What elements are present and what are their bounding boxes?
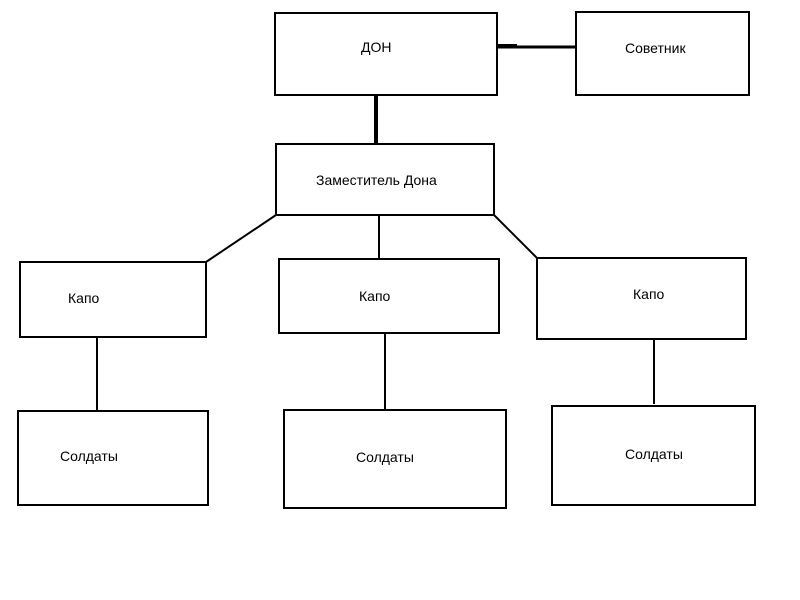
node-soldiers-left: Солдаты [17,410,209,506]
node-deputy: Заместитель Дона [275,143,495,216]
node-don-label: ДОН [361,39,392,55]
node-capo-right: Капо [536,257,747,340]
node-capo-center-label: Капо [359,288,391,304]
node-capo-left: Капо [19,261,207,338]
node-capo-left-label: Капо [68,290,100,306]
node-capo-right-label: Капо [633,286,665,302]
node-capo-center: Капо [278,258,500,334]
node-soldiers-left-label: Солдаты [60,448,118,464]
node-advisor: Советник [575,11,750,96]
node-deputy-label: Заместитель Дона [316,172,437,188]
connector-deputy-capo-left [205,214,277,263]
node-soldiers-right: Солдаты [551,405,756,506]
node-soldiers-right-label: Солдаты [625,446,683,462]
node-soldiers-center-label: Солдаты [356,449,414,465]
node-soldiers-center: Солдаты [283,409,507,509]
connector-deputy-capo-right [493,214,539,260]
node-don: ДОН [274,12,498,96]
node-advisor-label: Советник [625,40,686,56]
